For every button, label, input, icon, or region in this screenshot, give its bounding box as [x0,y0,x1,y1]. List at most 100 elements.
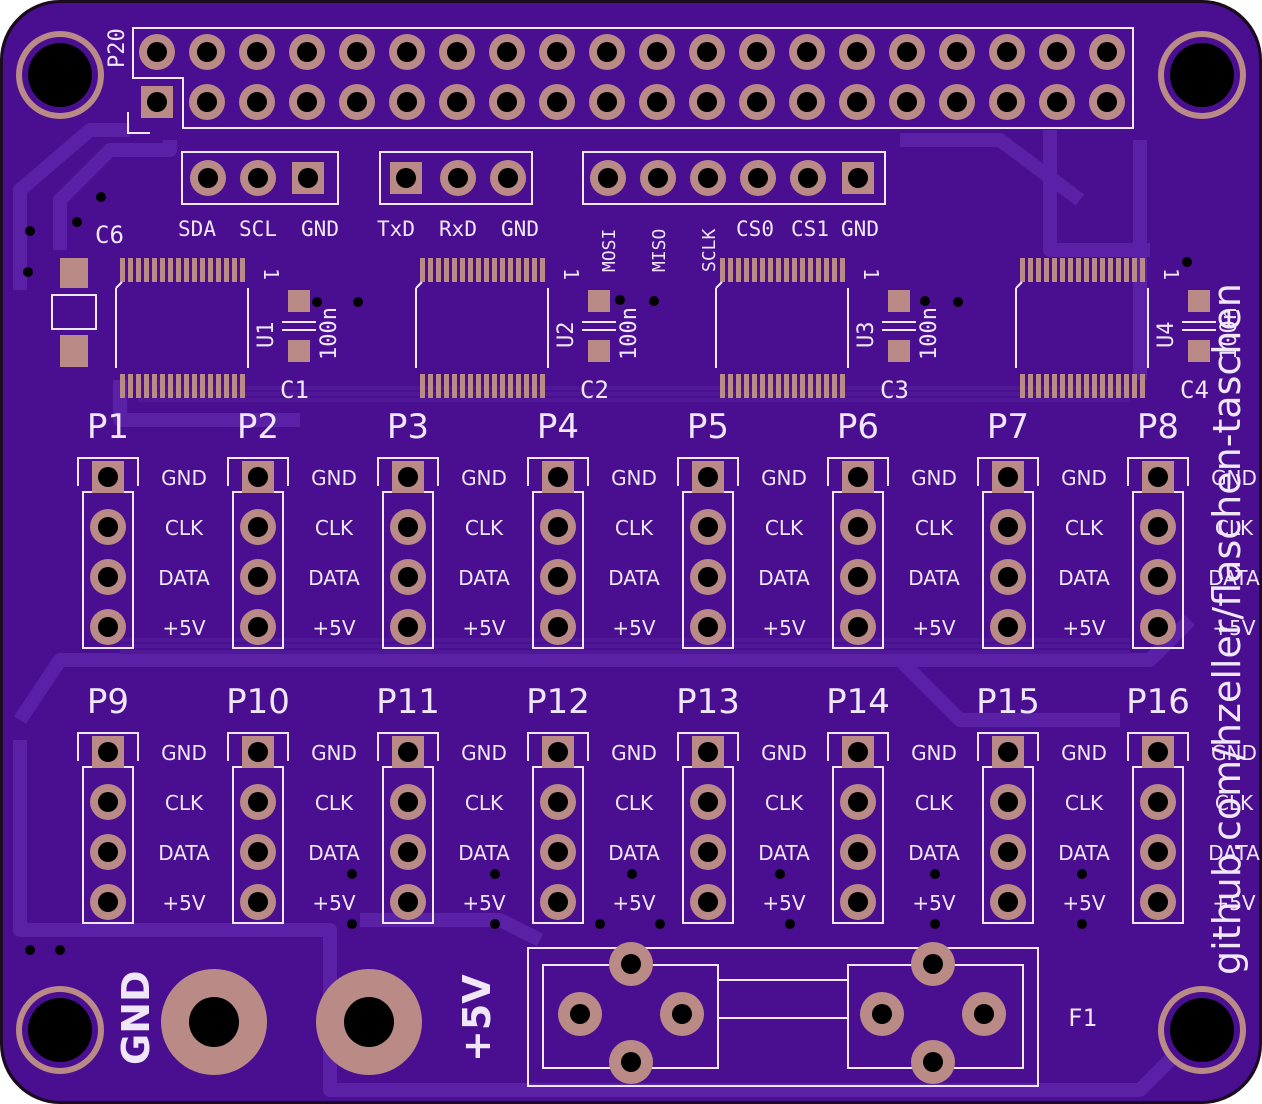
power-terminals: GND +5V [114,969,499,1075]
pin-label: GND [761,466,807,490]
uart-label-gnd: GND [501,217,539,241]
header-pin [189,84,225,120]
connector-pin [540,509,576,545]
pin-label: CLK [465,791,504,815]
connector-pin [842,461,874,493]
spi-label-gnd: GND [841,217,879,241]
header-pin [739,84,775,120]
connector-label: P2 [237,407,279,447]
connector-pin [392,736,424,768]
cap-value-label: 100n [1217,307,1242,360]
cap-c6: C6 [51,221,124,367]
board-substrate [3,3,1259,1101]
connector-pin [90,784,126,820]
pin-label: +5V [1062,891,1105,915]
mounting-hole-tr [1158,31,1246,119]
connector-pin [240,834,276,870]
pin-label: CLK [315,791,354,815]
pin-label: CLK [915,516,954,540]
header-pin [289,84,325,120]
connector-pin [992,736,1024,768]
connector-pin [840,509,876,545]
connector-pin [390,784,426,820]
header-pin [439,34,475,70]
connector-pin [690,609,726,645]
connector-pin [990,609,1026,645]
pin-label: DATA [1058,841,1110,865]
connector-label: P7 [987,407,1029,447]
pin-label: GND [161,741,207,765]
header-pin [839,34,875,70]
header-pin [689,84,725,120]
pin-label: GND [1211,741,1257,765]
connector-pin [690,884,726,920]
pin-label: DATA [458,566,510,590]
vias [23,192,1192,955]
pin-label: GND [311,466,357,490]
pin-label: +5V [612,891,655,915]
header-pin [239,84,275,120]
pin-label: DATA [458,841,510,865]
c6-label: C6 [95,221,124,249]
pin-label: DATA [908,566,960,590]
connector-pin [90,559,126,595]
header-pin [539,84,575,120]
connector-pin [690,784,726,820]
pin-label: CLK [615,516,654,540]
project-url: github.com/hzeller/flaschen-taschen [1205,283,1249,975]
pin-label: +5V [162,891,205,915]
connector-pin [1140,884,1176,920]
header-pin [339,84,375,120]
connector-pin [390,834,426,870]
connector-pin [990,559,1026,595]
header-pin [239,34,275,70]
header-pin [889,34,925,70]
pin-label: DATA [758,841,810,865]
header-pin [489,34,525,70]
pin-label: DATA [1208,841,1260,865]
connector-label: P15 [976,682,1040,722]
terminal-5v [316,969,422,1075]
header-pin [539,34,575,70]
i2c-header: SDA SCL GND [178,151,339,241]
pin1-marker: 1 [559,268,583,280]
pin-label: GND [611,466,657,490]
header-pin [589,84,625,120]
cap-value-label: 100n [917,307,942,360]
pin-label: +5V [762,616,805,640]
uart-pin [440,160,476,196]
uart-label-txd: TxD [377,217,415,241]
uart-label-rxd: RxD [439,217,477,241]
spi-label-cs0: CS0 [736,217,774,241]
header-pin [939,84,975,120]
cap-value-label: 100n [617,307,642,360]
connector-label: P5 [687,407,729,447]
connector-label: P14 [826,682,890,722]
cap-label: C1 [280,376,309,404]
connector-label: P3 [387,407,429,447]
header-pin [739,34,775,70]
i2c-pin [190,160,226,196]
connector-pin [390,509,426,545]
connector-pin [90,509,126,545]
header-pin [789,84,825,120]
connector-pin [542,461,574,493]
header-pin [439,84,475,120]
connector-pin [1140,559,1176,595]
header-pin [1089,84,1125,120]
chip-label: U1 [254,322,279,349]
pin-label: CLK [915,791,954,815]
spi-pin [740,160,776,196]
connector-label: P10 [226,682,290,722]
pin-label: CLK [1215,791,1254,815]
header-pin [1039,84,1075,120]
